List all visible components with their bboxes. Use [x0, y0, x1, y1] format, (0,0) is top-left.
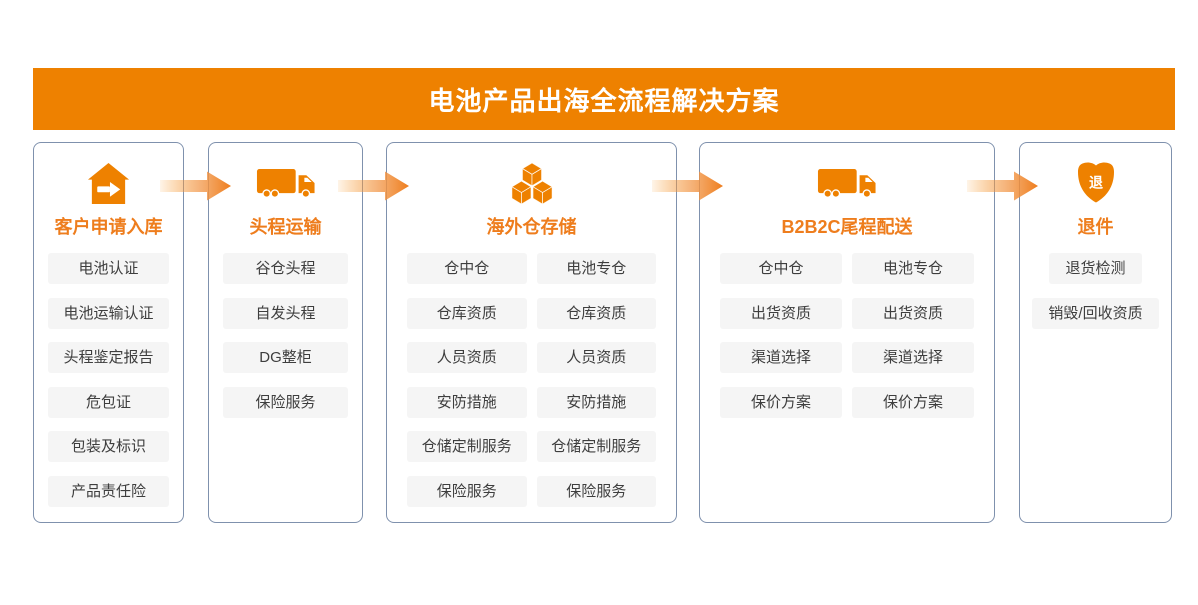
- service-chip: 出货资质: [852, 297, 974, 329]
- service-chip: 包装及标识: [48, 431, 169, 462]
- shield-glyph-text: 退: [1089, 175, 1103, 191]
- service-chip: 保险服务: [407, 475, 527, 507]
- card-title-first-leg-transport: 头程运输: [249, 217, 322, 237]
- service-chip: 头程鉴定报告: [48, 342, 169, 373]
- service-chip: 安防措施: [407, 386, 527, 418]
- card-title-returns: 退件: [1077, 217, 1114, 237]
- page-title-banner: 电池产品出海全流程解决方案: [33, 68, 1175, 130]
- truck-icon: [209, 157, 362, 209]
- boxes-icon: [387, 157, 676, 209]
- card-title-b2b2c-last-mile: B2B2C尾程配送: [781, 217, 913, 237]
- card-items-first-leg-transport: 谷仓头程自发头程 DG整柜保险服务: [223, 253, 348, 418]
- service-chip: 保价方案: [852, 386, 974, 418]
- flow-arrow-icon: [338, 169, 410, 203]
- flow-card-returns: 退退件退货检测销毁/回收资质: [1019, 142, 1172, 523]
- service-chip: 销毁/回收资质: [1032, 297, 1159, 329]
- truck-icon: [700, 157, 994, 209]
- service-chip: 电池认证: [48, 253, 169, 284]
- service-chip: 谷仓头程: [223, 253, 348, 284]
- page-title: 电池产品出海全流程解决方案: [428, 85, 780, 116]
- service-chip: 仓储定制服务: [536, 431, 656, 462]
- flow-card-first-leg-transport: 头程运输谷仓头程自发头程 DG整柜保险服务: [208, 142, 363, 523]
- service-chip: 人员资质: [407, 342, 527, 373]
- shield-return-icon: 退: [1020, 157, 1171, 209]
- card-items-overseas-warehouse: 仓中仓电池专仓仓库资质仓库资质人员资质人员资质安防措施安防措施仓储定制服务仓储定…: [407, 253, 656, 507]
- service-chip: 自发头程: [223, 297, 348, 329]
- flow-card-customer-inbound: 客户申请入库电池认证电池运输认证头程鉴定报告危包证包装及标识产品责任险: [33, 142, 184, 523]
- service-chip: 仓储定制服务: [407, 431, 527, 462]
- service-chip: 仓库资质: [536, 297, 656, 329]
- service-chip: 保险服务: [536, 475, 656, 507]
- service-chip: 人员资质: [536, 342, 656, 373]
- flow-card-overseas-warehouse: 海外仓存储仓中仓电池专仓仓库资质仓库资质人员资质人员资质安防措施安防措施仓储定制…: [386, 142, 677, 523]
- service-chip: 危包证: [48, 386, 169, 418]
- flow-arrow-icon: [160, 169, 232, 203]
- service-chip: 电池专仓: [852, 253, 974, 284]
- card-items-customer-inbound: 电池认证电池运输认证头程鉴定报告危包证包装及标识产品责任险: [48, 253, 169, 507]
- service-chip: 电池运输认证: [48, 297, 169, 329]
- card-title-overseas-warehouse: 海外仓存储: [486, 217, 577, 237]
- card-items-returns: 退货检测销毁/回收资质: [1032, 253, 1159, 329]
- card-title-customer-inbound: 客户申请入库: [54, 217, 163, 237]
- service-chip: 保险服务: [223, 386, 348, 418]
- warehouse-inbound-icon: [34, 157, 183, 209]
- service-chip: 渠道选择: [720, 342, 842, 373]
- service-chip: 仓中仓: [407, 253, 527, 284]
- flow-arrow-icon: [652, 169, 724, 203]
- service-chip: 安防措施: [536, 386, 656, 418]
- service-chip: 电池专仓: [536, 253, 656, 284]
- flow-card-b2b2c-last-mile: B2B2C尾程配送仓中仓电池专仓出货资质出货资质渠道选择渠道选择保价方案保价方案: [699, 142, 995, 523]
- flow-arrow-icon: [967, 169, 1039, 203]
- service-chip: 产品责任险: [48, 475, 169, 507]
- service-chip: 退货检测: [1049, 253, 1142, 284]
- service-chip: 保价方案: [720, 386, 842, 418]
- card-items-b2b2c-last-mile: 仓中仓电池专仓出货资质出货资质渠道选择渠道选择保价方案保价方案: [720, 253, 974, 418]
- service-chip: DG整柜: [223, 342, 348, 373]
- service-chip: 出货资质: [720, 297, 842, 329]
- service-chip: 仓中仓: [720, 253, 842, 284]
- service-chip: 仓库资质: [407, 297, 527, 329]
- service-chip: 渠道选择: [852, 342, 974, 373]
